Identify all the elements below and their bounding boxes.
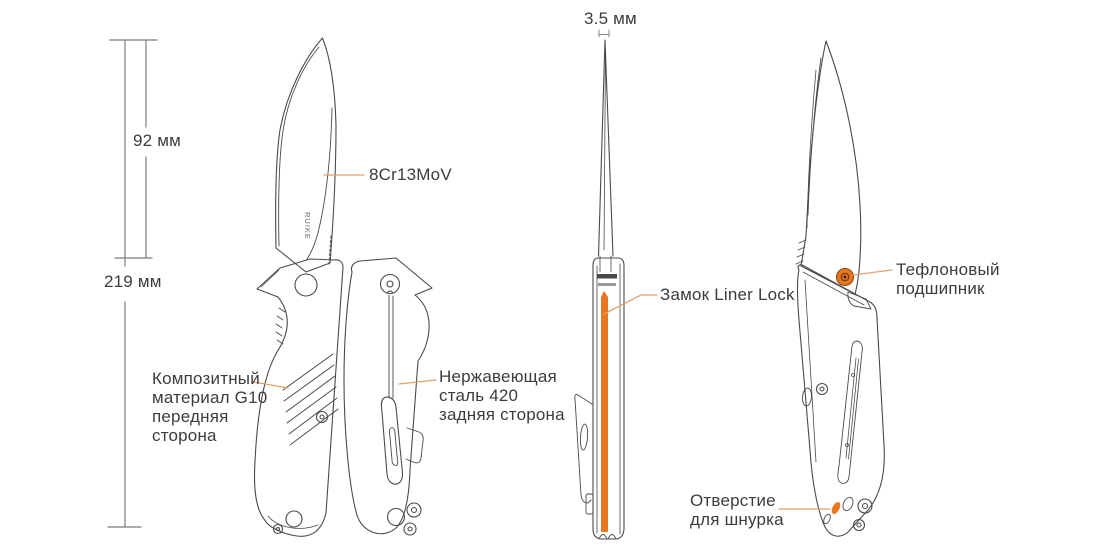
- blade-back-grind-1: [807, 57, 822, 216]
- lanyard-hole-orange: [831, 502, 841, 514]
- handle-front-bottom-screw-center: [275, 526, 281, 532]
- handle-right-inner-edge: [802, 271, 865, 463]
- blade-front: [275, 37, 337, 273]
- handle-right-clip-dot-2: [845, 443, 849, 447]
- handle-back-liner-rod: [386, 290, 394, 399]
- open-knife-back-view: [795, 40, 885, 537]
- spine-clip-slot: [579, 423, 589, 451]
- handle-back-lanyard-hole: [386, 507, 406, 527]
- blade-back-jimping: [795, 239, 807, 265]
- handle-right-outline: [796, 264, 885, 537]
- blade-grind-line: [278, 46, 320, 247]
- handle-back-pivot-screw: [379, 273, 401, 295]
- lanyard-hole-label: Отверстие для шнурка: [690, 491, 784, 529]
- spine-linerlock-orange: [601, 291, 608, 532]
- handle-right-butt-screw-1-center: [861, 502, 869, 510]
- handle-front-lanyard-hole: [285, 510, 303, 528]
- thickness-bracket: [598, 29, 610, 38]
- dimension-lines: [107, 39, 158, 528]
- back-scale-label: Нержавеющая сталь 420 задняя сторона: [439, 367, 565, 424]
- blade-thickness-label: 3.5 мм: [584, 9, 637, 28]
- spine-clip: [574, 394, 593, 504]
- spine-blade: [597, 39, 614, 257]
- handle-front-flipper-inner: [260, 269, 280, 288]
- blade-brand-text: RUIKE: [303, 212, 312, 240]
- handle-right-butt-oval-2: [823, 513, 831, 525]
- leader-bearing: [852, 269, 893, 276]
- handle-back-view: [343, 257, 433, 536]
- dimension-219-label: 219 мм: [104, 272, 162, 291]
- handle-right-butt-screw-2: [852, 518, 866, 532]
- handle-front-pivot: [294, 273, 318, 297]
- handle-right-butt-screw-1: [857, 498, 873, 514]
- blade-steel-label: 8Cr13MoV: [369, 165, 452, 184]
- handle-back-lockbar: [380, 396, 404, 485]
- handle-back-lockbar-slot: [388, 427, 399, 466]
- leader-front-scale: [253, 381, 289, 389]
- front-scale-label: Композитный материал G10 передняя сторон…: [152, 369, 268, 445]
- handle-front-grip-lines: [282, 353, 339, 446]
- handle-right-screw: [815, 382, 829, 396]
- open-knife-front-view: RUIKE: [253, 37, 344, 537]
- blade-back-grind-2: [806, 69, 817, 229]
- blade-swedge-line: [306, 107, 333, 260]
- handle-back-outline: [343, 257, 433, 535]
- handle-back-screw-2-center: [407, 526, 413, 532]
- handle-front-screw-center: [319, 414, 325, 420]
- handle-back-screw-2: [403, 522, 417, 536]
- spine-view: [574, 39, 625, 540]
- blade-back: [800, 40, 862, 295]
- handle-front-screw: [315, 410, 329, 424]
- handle-front-bottom-inner: [267, 515, 319, 529]
- leader-lines: [253, 174, 893, 510]
- handle-right-butt-screw-2-center: [856, 522, 862, 528]
- bearing-label: Тефлоновый подшипник: [896, 260, 1000, 298]
- teflon-bearing-center: [843, 275, 847, 279]
- spine-handle-outline: [592, 257, 625, 540]
- spine-clip-tab: [585, 493, 594, 515]
- handle-right-screw-center: [819, 386, 825, 392]
- spine-handle-liners: [596, 255, 621, 535]
- handle-front-bottom-screw: [272, 523, 284, 535]
- spine-pivot-band-dark: [597, 274, 617, 279]
- handle-right-flipper: [847, 291, 872, 310]
- spine-blade-inner: [603, 49, 606, 251]
- handle-front-jimping: [275, 307, 286, 345]
- dimension-219-line: [107, 39, 142, 528]
- handle-front-outline: [253, 258, 344, 537]
- dimension-92-line: [114, 39, 153, 259]
- leader-back-scale: [398, 379, 437, 385]
- handle-right-clip-dot-1: [851, 373, 855, 377]
- handle-right-oval-hole: [801, 387, 813, 407]
- spine-lanyard-tube: [598, 534, 617, 540]
- teflon-bearing-ring: [840, 272, 850, 282]
- handle-right-butt-oval: [842, 496, 854, 512]
- handle-right-clip: [837, 340, 863, 484]
- handle-back-screw-1-center: [410, 506, 418, 514]
- handle-back-clip-mount: [405, 427, 424, 464]
- handle-back-screw-1: [406, 502, 422, 518]
- handle-back-pivot-center: [386, 280, 394, 288]
- leader-liner-lock: [603, 294, 658, 315]
- dimension-92-label: 92 мм: [133, 131, 182, 150]
- liner-lock-label: Замок Liner Lock: [660, 285, 795, 304]
- spine-pivot-band-light: [598, 283, 616, 286]
